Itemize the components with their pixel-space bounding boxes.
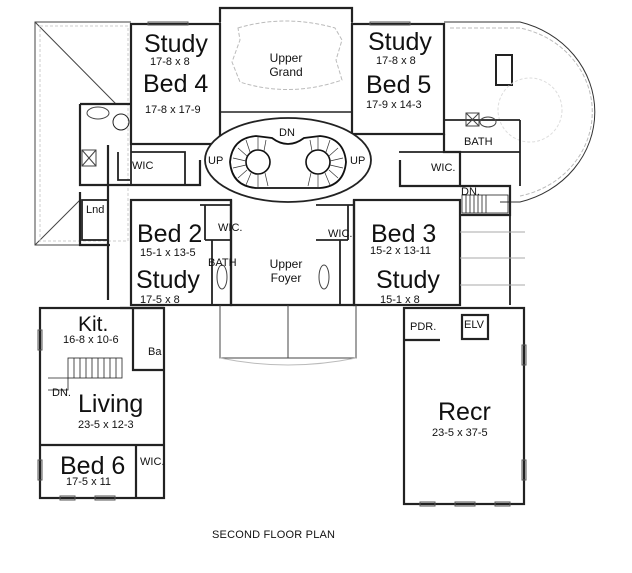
upper-foyer-line2: Foyer xyxy=(270,271,302,285)
label-powder-room: PDR. xyxy=(410,321,437,333)
left-wing-walls xyxy=(38,306,166,500)
left-roof-outline xyxy=(34,21,131,246)
room-study-4-name: Study xyxy=(144,30,208,58)
room-bed-5-name: Bed 5 xyxy=(366,71,432,99)
exterior-walls xyxy=(78,6,512,307)
room-study-2-dims: 17-5 x 8 xyxy=(140,294,180,306)
label-stair-up-left: UP xyxy=(208,155,224,167)
label-wic-bed5: WIC. xyxy=(431,162,456,174)
right-stair xyxy=(461,194,509,214)
living-stair xyxy=(48,357,123,391)
room-bed-2-name: Bed 2 xyxy=(137,220,203,248)
room-study-5-dims: 17-8 x 8 xyxy=(376,55,416,67)
label-wic-bed3: WIC. xyxy=(328,228,353,240)
room-study-3-dims: 15-1 x 8 xyxy=(380,294,420,306)
label-elevator: ELV xyxy=(464,319,484,331)
label-wic-bed6: WIC. xyxy=(140,456,165,468)
label-wic-bed4: WIC xyxy=(132,160,154,172)
room-living-dims: 23-5 x 12-3 xyxy=(78,419,134,431)
plan-title: SECOND FLOOR PLAN xyxy=(212,529,336,541)
label-bath-kit: Ba xyxy=(148,346,162,358)
room-bed-5-dims: 17-9 x 14-3 xyxy=(366,99,422,111)
label-bath-bed5: BATH xyxy=(464,136,493,148)
room-study-5-name: Study xyxy=(368,28,432,56)
front-portico xyxy=(219,305,357,366)
room-bed-4-dims: 17-8 x 17-9 xyxy=(145,104,201,116)
room-recr-dims: 23-5 x 37-5 xyxy=(432,427,488,439)
label-stair-dn-right: DN. xyxy=(461,186,480,198)
label-laundry: Lnd xyxy=(86,204,105,216)
room-bed-2-dims: 15-1 x 13-5 xyxy=(140,247,196,259)
label-stair-dn-center: DN xyxy=(279,127,295,139)
label-wic-bed2: WIC. xyxy=(218,222,243,234)
grand-stair xyxy=(204,117,372,203)
room-kitchen-dims: 16-8 x 10-6 xyxy=(63,334,119,346)
room-bed-3-name: Bed 3 xyxy=(371,220,437,248)
label-stair-dn-living: DN. xyxy=(52,387,71,399)
interior-walls xyxy=(117,119,525,305)
upper-foyer-line1: Upper xyxy=(269,257,303,271)
right-round-deck xyxy=(444,21,596,203)
room-kitchen-name: Kit. xyxy=(78,313,109,336)
room-bed-6-name: Bed 6 xyxy=(60,452,126,480)
upper-grand-ceiling xyxy=(231,20,343,91)
right-wing-walls xyxy=(402,306,526,506)
upper-grand-line1: Upper xyxy=(269,51,303,65)
bath-fixtures xyxy=(81,106,497,290)
room-bed-3-dims: 15-2 x 13-11 xyxy=(370,245,431,257)
room-study-4-dims: 17-8 x 8 xyxy=(150,56,190,68)
label-stair-up-right: UP xyxy=(350,155,366,167)
label-bath-bed2: BATH xyxy=(208,257,237,269)
room-bed-6-dims: 17-5 x 11 xyxy=(66,476,112,488)
room-study-3-name: Study xyxy=(376,266,440,294)
room-recr-name: Recr xyxy=(438,398,491,426)
upper-grand-line2: Grand xyxy=(269,65,303,79)
room-living-name: Living xyxy=(78,390,144,418)
windows xyxy=(37,21,527,507)
room-bed-4-name: Bed 4 xyxy=(143,70,209,98)
room-study-2-name: Study xyxy=(136,266,200,294)
